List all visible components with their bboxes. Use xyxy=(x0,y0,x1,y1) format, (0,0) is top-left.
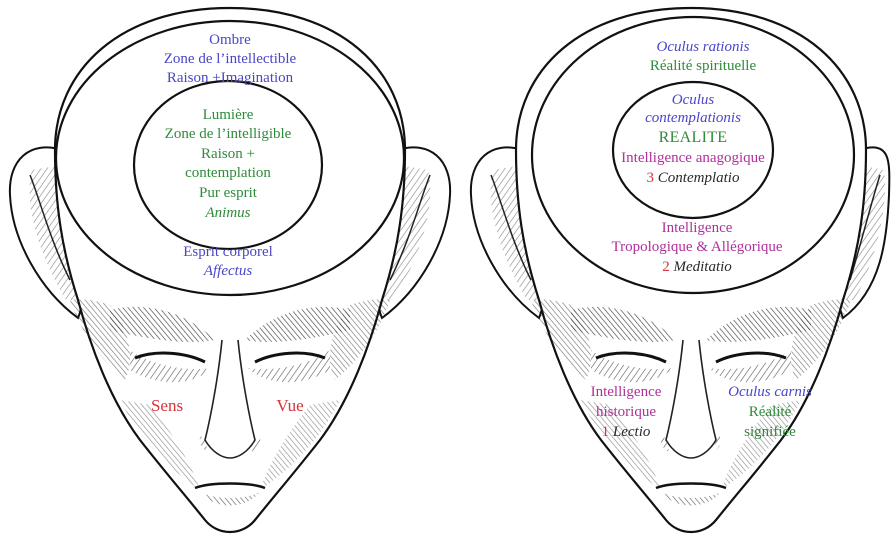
left-outer-zone-intellectible: Zone de l’intellectible xyxy=(164,52,296,67)
right-outer-oculus-rationis: Oculus rationis xyxy=(657,40,750,55)
right-eye-oculus-carnis: Oculus carnis xyxy=(728,385,812,400)
step-number-2: 2 xyxy=(662,259,670,275)
left-eye-step-1: 1 Lectio xyxy=(602,425,651,440)
step-number-3: 3 xyxy=(647,170,655,186)
right-eye-vue: Vue xyxy=(276,397,303,414)
left-inner-zone-intelligible: Zone de l’intelligible xyxy=(165,127,292,142)
left-outer-raison-imagination: Raison +Imagination xyxy=(167,71,293,86)
left-inner-raison: Raison + xyxy=(201,147,255,162)
right-lower-intelligence: Intelligence xyxy=(662,221,733,236)
step-label-contemplatio: Contemplatio xyxy=(658,170,740,186)
right-inner-step-3: 3 Contemplatio xyxy=(647,171,740,186)
step-number-1: 1 xyxy=(602,424,610,440)
left-outer-ombre: Ombre xyxy=(209,33,251,48)
left-eye-intelligence: Intelligence xyxy=(591,385,662,400)
left-lower-esprit-corporel: Esprit corporel xyxy=(183,245,273,260)
right-eye-realite: Réalité xyxy=(749,405,791,420)
left-eye-historique: historique xyxy=(596,405,656,420)
left-eye-sens: Sens xyxy=(151,397,183,414)
left-inner-animus: Animus xyxy=(206,206,251,221)
left-lower-affectus: Affectus xyxy=(204,264,252,279)
right-eye-signifiee: signifiée xyxy=(744,425,796,440)
right-inner-intelligence-anagogique: Intelligence anagogique xyxy=(621,151,765,166)
left-inner-pur-esprit: Pur esprit xyxy=(199,186,257,201)
right-inner-oculus: Oculus xyxy=(672,93,715,108)
left-inner-lumiere: Lumière xyxy=(203,108,254,123)
right-inner-realite: REALITE xyxy=(659,130,728,146)
right-lower-tropologique-allegorique: Tropologique & Allégorique xyxy=(611,240,782,255)
step-label-meditatio: Meditatio xyxy=(673,259,731,275)
right-lower-step-2: 2 Meditatio xyxy=(662,260,732,275)
right-outer-realite-spirituelle: Réalité spirituelle xyxy=(650,59,756,74)
step-label-lectio: Lectio xyxy=(613,424,651,440)
left-inner-contemplation: contemplation xyxy=(185,166,271,181)
right-inner-contemplationis: contemplationis xyxy=(645,111,741,126)
